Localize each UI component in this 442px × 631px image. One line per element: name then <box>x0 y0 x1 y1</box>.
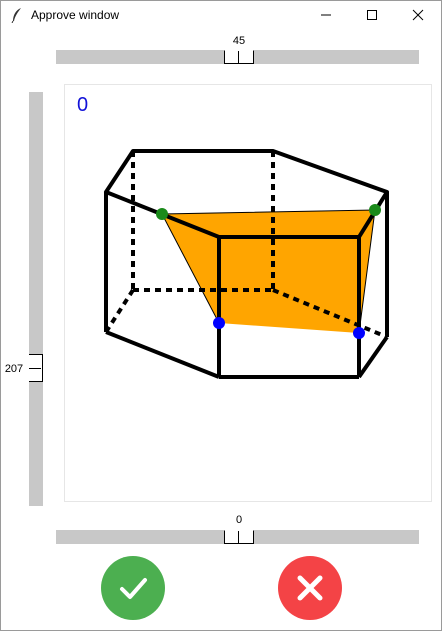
green-point[interactable] <box>156 208 168 220</box>
feather-icon <box>11 8 21 23</box>
reject-button[interactable] <box>278 556 342 620</box>
maximize-icon <box>367 10 377 20</box>
visible-edge <box>105 330 220 379</box>
cross-section-outline <box>161 209 376 334</box>
bottom-slider-handle[interactable] <box>224 530 254 544</box>
hidden-edge <box>272 288 388 339</box>
cross-section-fill <box>162 210 375 333</box>
top-slider-handle[interactable] <box>224 50 254 64</box>
window-title: Approve window <box>31 8 120 22</box>
green-point[interactable] <box>369 204 381 216</box>
minimize-icon <box>321 14 331 16</box>
hidden-edge <box>104 288 135 334</box>
left-slider-handle[interactable] <box>29 354 43 382</box>
blue-point[interactable] <box>213 317 225 329</box>
checkmark-icon <box>120 578 147 599</box>
approve-button[interactable] <box>101 556 165 620</box>
blue-point[interactable] <box>353 327 365 339</box>
title-bar: Approve window <box>1 1 441 29</box>
maximize-button[interactable] <box>349 1 395 29</box>
top-slider-value: 45 <box>232 35 246 47</box>
minimize-button[interactable] <box>303 1 349 29</box>
x-icon <box>297 575 323 601</box>
counter-label: 0 <box>77 94 89 116</box>
left-slider-track[interactable] <box>29 92 43 506</box>
bottom-slider-value: 0 <box>235 514 243 526</box>
close-button[interactable] <box>395 1 441 29</box>
close-icon <box>412 9 424 21</box>
visible-edge <box>357 335 389 379</box>
left-slider-value: 207 <box>4 363 24 375</box>
